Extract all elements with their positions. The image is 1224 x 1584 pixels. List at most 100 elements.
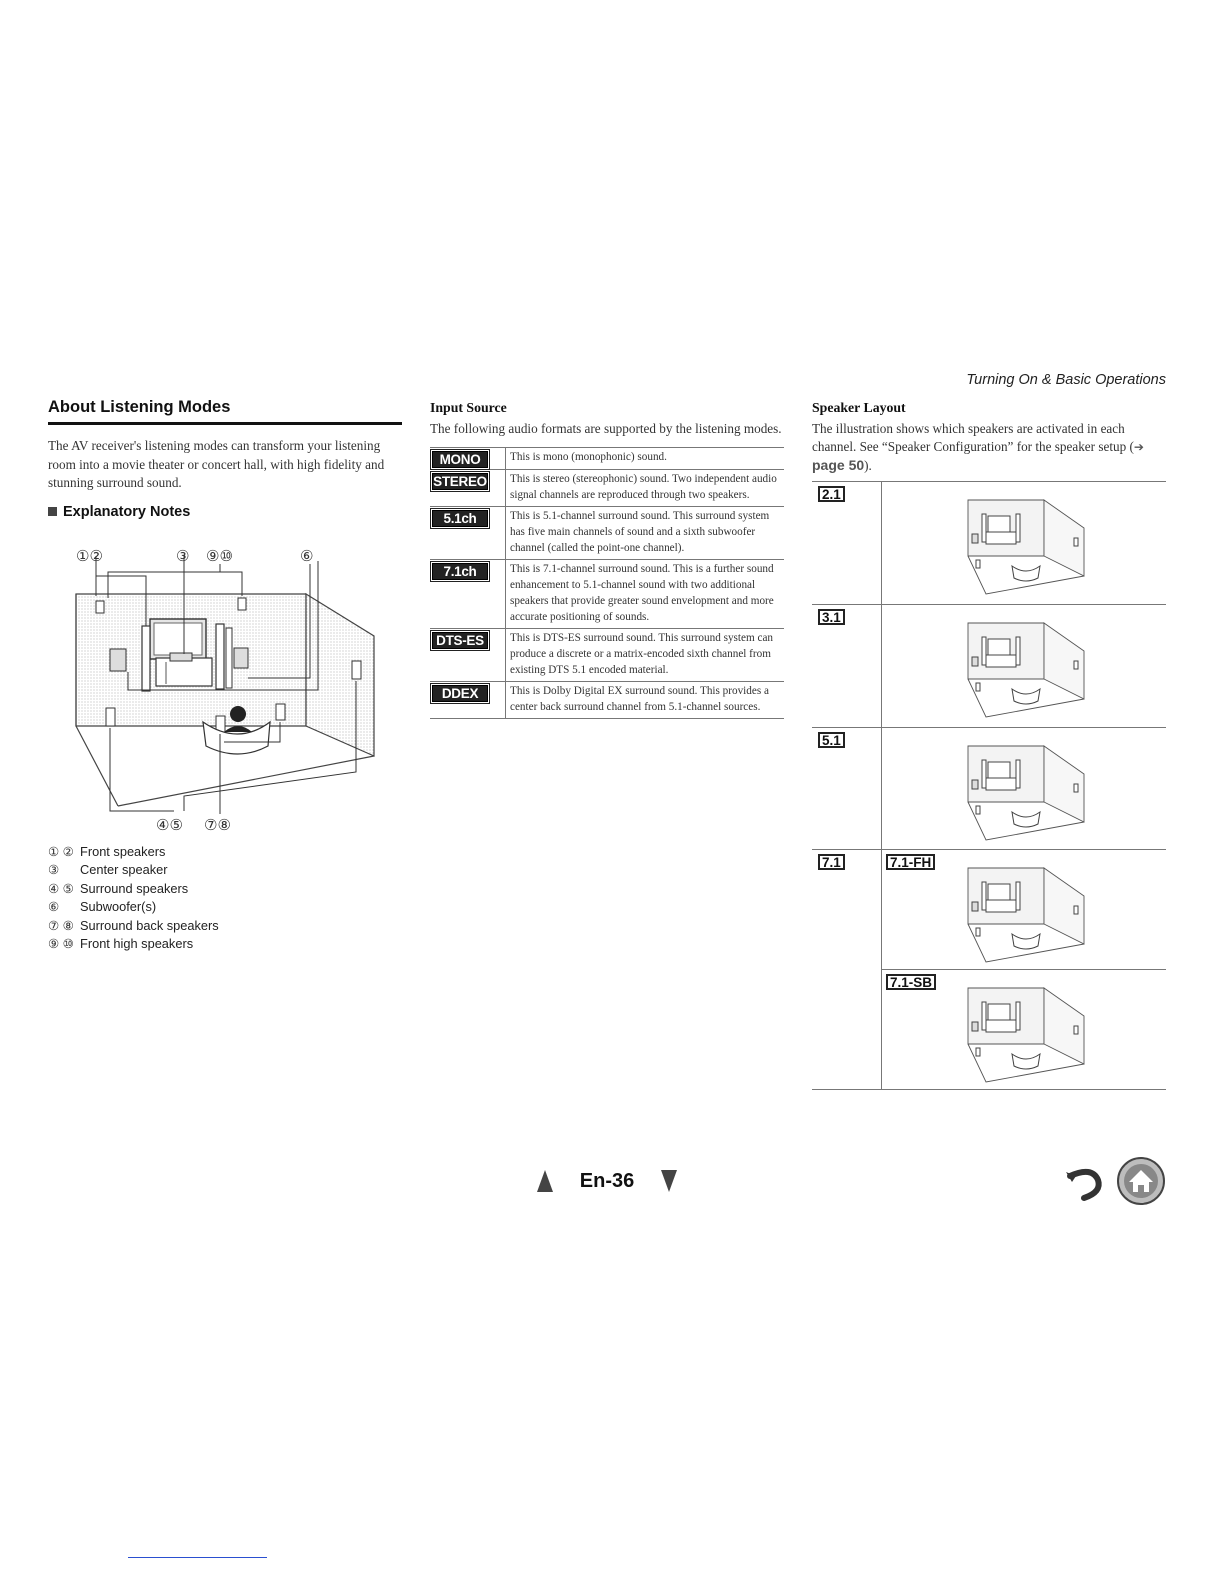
layout-badge: 5.1 [818, 732, 845, 748]
speaker-shape [1015, 1001, 1021, 1031]
room-floor-edge [967, 801, 1085, 841]
format-row: STEREO This is stereo (stereophonic) sou… [430, 470, 784, 507]
sofa-shape [1011, 687, 1041, 705]
label-center: ③ [176, 547, 189, 565]
label-front: ①② [76, 547, 103, 565]
speaker-shape [1015, 759, 1021, 789]
speaker-shape [1073, 537, 1079, 547]
speaker-shape [981, 513, 987, 543]
format-row: DDEX This is Dolby Digital EX surround s… [430, 682, 784, 719]
layout-badge: 7.1-FH [886, 854, 936, 870]
layout-sub-7-1-fh: 7.1-FH [882, 850, 1166, 970]
format-badge-7-1ch: 7.1ch [430, 561, 490, 582]
stand-shape [985, 531, 1017, 545]
speaker-shape [975, 927, 981, 937]
intro-paragraph: The AV receiver's listening modes can tr… [48, 438, 385, 490]
speaker-room-diagram: ①② ③ ⑨⑩ ⑥ ④⑤ ⑦⑧ [75, 547, 375, 834]
subwoofer-shape [971, 656, 979, 667]
format-row: 5.1ch This is 5.1-channel surround sound… [430, 507, 784, 560]
label-surround-back: ⑦⑧ [204, 816, 231, 834]
input-source-text: The following audio formats are supporte… [430, 421, 782, 436]
speaker-shape [975, 805, 981, 815]
speaker-shape [1073, 660, 1079, 670]
running-head: Turning On & Basic Operations [966, 372, 1166, 388]
format-row: MONO This is mono (monophonic) sound. [430, 448, 784, 470]
layout-sub-7-1-sb: 7.1-SB [882, 970, 1166, 1090]
layout-row-3-1: 3.1 [812, 605, 1166, 728]
nav-controls [1062, 1156, 1168, 1206]
return-arrow-icon[interactable] [1062, 1162, 1112, 1202]
page-number: En-36 [579, 1169, 635, 1192]
format-badge-stereo: STEREO [430, 471, 490, 492]
format-desc: This is stereo (stereophonic) sound. Two… [510, 473, 777, 501]
format-row: 7.1ch This is 7.1-channel surround sound… [430, 560, 784, 629]
speaker-layout-heading: Speaker Layout [812, 400, 906, 415]
format-desc: This is 7.1-channel surround sound. This… [510, 563, 774, 623]
sofa-shape [1011, 1052, 1041, 1070]
stand-shape [985, 777, 1017, 791]
format-desc: This is DTS-ES surround sound. This surr… [510, 632, 774, 676]
room-illustration [967, 745, 1085, 841]
room-floor-edge [967, 678, 1085, 718]
explanatory-notes-heading: Explanatory Notes [48, 504, 402, 520]
format-badge-5-1ch: 5.1ch [430, 508, 490, 529]
tv-shape [987, 761, 1011, 779]
label-surround: ④⑤ [156, 816, 183, 834]
page-bottom-rule [128, 1557, 267, 1558]
subwoofer-shape [971, 533, 979, 544]
triangle-up-icon[interactable] [536, 1168, 554, 1194]
arrow-icon: ➔ [1133, 440, 1144, 454]
room-illustration [967, 499, 1085, 595]
stand-shape [985, 899, 1017, 913]
format-table: MONO This is mono (monophonic) sound. ST… [430, 447, 784, 719]
speaker-shape [1015, 513, 1021, 543]
triangle-down-icon[interactable] [660, 1168, 678, 1194]
format-desc: This is mono (monophonic) sound. [510, 451, 667, 463]
pager: En-36 [536, 1166, 678, 1196]
stand-shape [985, 654, 1017, 668]
room-floor-edge [967, 923, 1085, 963]
section-title: About Listening Modes [48, 398, 402, 425]
speaker-layout-table: 2.1 3.1 5.1 7.1 7.1-FH 7.1-SB [812, 481, 1166, 1090]
format-desc: This is 5.1-channel surround sound. This… [510, 510, 770, 554]
page-50-link[interactable]: page 50 [812, 457, 865, 473]
format-badge-dts-es: DTS-ES [430, 630, 490, 651]
room-floor-edge [967, 555, 1085, 595]
tv-shape [987, 638, 1011, 656]
speaker-shape [975, 1047, 981, 1057]
room-illustration [967, 867, 1085, 963]
tv-shape [987, 515, 1011, 533]
listening-modes-section: About Listening Modes The AV receiver's … [48, 398, 402, 951]
speaker-shape [981, 636, 987, 666]
speaker-shape [1073, 783, 1079, 793]
speaker-shape [1015, 636, 1021, 666]
explanatory-notes-label: Explanatory Notes [63, 503, 191, 520]
room-illustration [967, 622, 1085, 718]
sofa-shape [1011, 932, 1041, 950]
layout-badge: 7.1-SB [886, 974, 937, 990]
speaker-shape [1015, 881, 1021, 911]
home-icon[interactable] [1116, 1156, 1166, 1206]
label-front-high: ⑨⑩ [206, 547, 233, 565]
room-floor-edge [967, 1043, 1085, 1083]
tv-shape [987, 883, 1011, 901]
layout-row-7-1: 7.1 7.1-FH 7.1-SB [812, 850, 1166, 1090]
layout-row-2-1: 2.1 [812, 482, 1166, 605]
format-desc: This is Dolby Digital EX surround sound.… [510, 685, 769, 713]
subwoofer-shape [971, 779, 979, 790]
sofa-shape [1011, 564, 1041, 582]
speaker-shape [981, 1001, 987, 1031]
speaker-layout-section: Speaker Layout The illustration shows wh… [812, 400, 1166, 1090]
layout-badge: 3.1 [818, 609, 845, 625]
input-source-heading: Input Source [430, 400, 507, 415]
format-badge-dolby-ex: DDEX [430, 683, 490, 704]
format-badge-mono: MONO [430, 449, 490, 470]
room-illustration [967, 987, 1085, 1083]
layout-badge: 7.1 [818, 854, 845, 870]
